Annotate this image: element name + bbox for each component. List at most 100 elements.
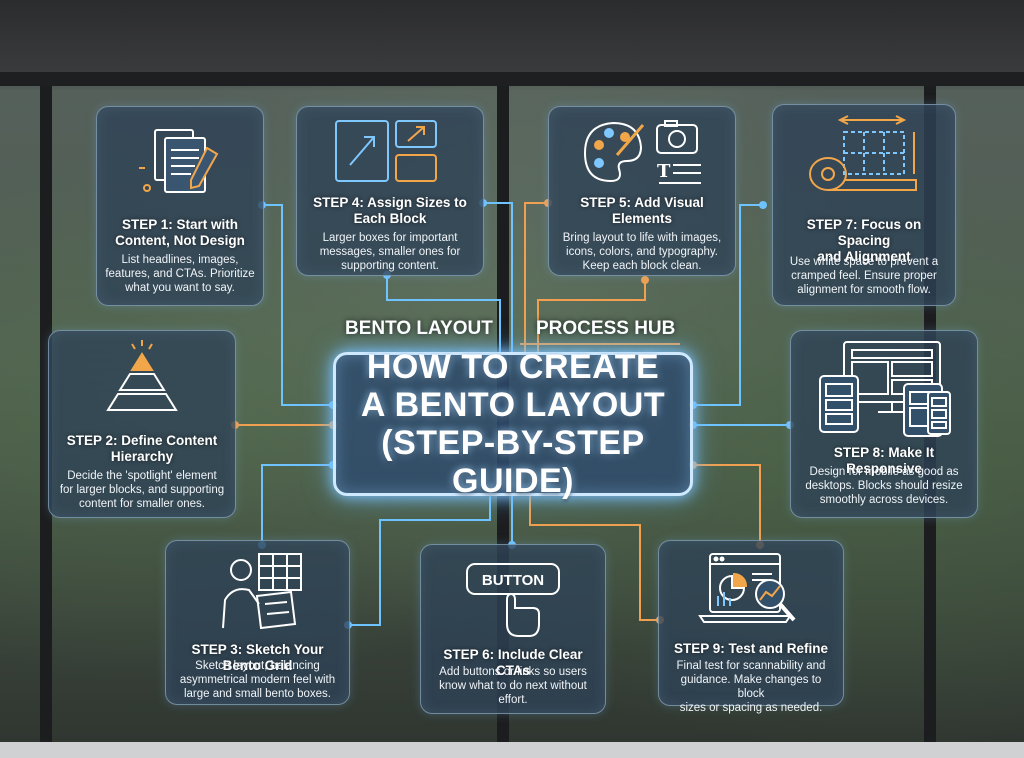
hub-title: HOW TO CREATE A BENTO LAYOUT (STEP-BY-ST…	[336, 348, 690, 500]
step-description: Sketch layout, balancing asymmetrical mo…	[174, 659, 341, 701]
step-desc-line: Bring layout to life with images,	[562, 232, 722, 244]
connector-step3b	[261, 464, 333, 545]
step-desc-line: supporting content.	[341, 260, 439, 272]
palette-camera-icon: T	[549, 111, 735, 195]
connector-step9	[529, 496, 660, 621]
step-desc-line: icons, colors, and typography.	[566, 246, 718, 258]
step-desc-line: desktops. Blocks should resize	[805, 480, 963, 492]
pyramid-hierarchy-icon	[49, 333, 235, 428]
step-desc-line: content for smaller ones.	[79, 498, 205, 510]
step-title-line: Content, Not Design	[115, 233, 245, 248]
step-desc-line: List headlines, images,	[121, 254, 239, 266]
step-desc-line: Add buttons or links so users	[439, 666, 587, 678]
button-icon-text: BUTTON	[482, 572, 544, 589]
step-desc-line: Design for mobile as good as	[809, 466, 959, 478]
hub-title-line: HOW TO CREATE	[366, 348, 660, 386]
step-title: STEP 1: Start with Content, Not Design	[103, 217, 257, 249]
connector-step4b	[483, 202, 513, 352]
step-title: STEP 3: Sketch Your Bento Grid	[172, 642, 343, 674]
step-title-line: STEP 1: Start with	[121, 217, 239, 232]
window-mullion	[40, 86, 52, 758]
connector-step7	[693, 204, 763, 406]
connector-step4	[386, 275, 501, 352]
connector-step3	[348, 496, 491, 626]
step-title-line: Each Block	[353, 211, 427, 226]
step-description: Larger boxes for important messages, sma…	[305, 231, 475, 273]
step-title-line: and Alignment	[817, 249, 911, 264]
step-title: STEP 7: Focus on Spacing and Alignment	[779, 217, 949, 265]
step-title: STEP 9: Test and Refine	[665, 641, 837, 657]
step-desc-line: smoothly across devices.	[819, 494, 949, 506]
step-desc-line: alignment for smooth flow.	[797, 284, 931, 296]
step-desc-line: for larger blocks, and supporting	[59, 484, 225, 496]
connector-step5	[524, 202, 548, 352]
step-desc-line: sizes or spacing as needed.	[679, 702, 823, 714]
step-desc-line: large and small bento boxes.	[183, 688, 332, 700]
person-sketching-grid-icon	[166, 547, 349, 637]
step-description: Design for mobile as good as desktops. B…	[799, 465, 969, 507]
step-title-line: STEP 7: Focus on Spacing	[806, 217, 922, 248]
analytics-magnifier-icon	[659, 547, 843, 637]
responsive-devices-icon	[791, 335, 977, 441]
window-frame-bottom	[0, 742, 1024, 758]
step-card-6: BUTTON STEP 6: Include Clear CTAs Add bu…	[420, 544, 606, 714]
step-desc-line: cramped feel. Ensure proper	[791, 270, 937, 282]
step-description: Final test for scannability and guidance…	[667, 659, 835, 715]
step-card-8: STEP 8: Make It Responsive Design for mo…	[790, 330, 978, 518]
step-card-5: T STEP 5: Add Visual Elements Bring layo…	[548, 106, 736, 276]
step-description: List headlines, images, features, and CT…	[105, 253, 255, 295]
svg-text:T: T	[657, 161, 671, 182]
step-desc-line: Sketch layout, balancing	[195, 660, 320, 672]
step-card-4: STEP 4: Assign Sizes to Each Block Large…	[296, 106, 484, 276]
step-title-line: STEP 9: Test and Refine	[673, 641, 829, 656]
hub-title-line: A BENTO LAYOUT	[360, 386, 666, 424]
step-title-line: Hierarchy	[110, 449, 174, 464]
step-desc-line: messages, smaller ones for	[319, 246, 461, 258]
step-description: Bring layout to life with images, icons,…	[557, 231, 727, 273]
step-title-line: STEP 2: Define Content	[66, 433, 218, 448]
connector-step5b	[537, 280, 646, 352]
step-card-9: STEP 9: Test and Refine Final test for s…	[658, 540, 844, 714]
hub-title-line: (STEP-BY-STEP GUIDE)	[381, 424, 645, 500]
hub-panel: HOW TO CREATE A BENTO LAYOUT (STEP-BY-ST…	[333, 348, 693, 500]
step-desc-line: Final test for scannability and	[676, 660, 826, 672]
window-frame-rail	[0, 72, 1024, 86]
step-title-line: STEP 8: Make It Responsive	[833, 445, 935, 476]
step-title: STEP 5: Add Visual Elements	[555, 195, 729, 227]
step-description: Add buttons or links so users know what …	[429, 665, 597, 707]
step-desc-line: effort.	[498, 694, 528, 706]
step-desc-line: features, and CTAs. Prioritize	[105, 268, 255, 280]
step-card-7: STEP 7: Focus on Spacing and Alignment U…	[772, 104, 956, 306]
connector-step1	[262, 204, 333, 406]
step-title-line: STEP 5: Add Visual	[580, 195, 704, 210]
step-title-line: STEP 3: Sketch Your Bento Grid	[191, 642, 324, 673]
hub-label-right: PROCESS HUB	[536, 318, 676, 339]
step-title: STEP 2: Define Content Hierarchy	[55, 433, 229, 465]
step-desc-line: Use white space to prevent a	[789, 256, 939, 268]
connector-step8b	[693, 464, 761, 545]
step-title-line: Elements	[611, 211, 673, 226]
step-title: STEP 8: Make It Responsive	[797, 445, 971, 477]
step-desc-line: know what to do next without	[439, 680, 587, 692]
step-description: Use white space to prevent a cramped fee…	[781, 255, 947, 297]
documents-pencil-icon	[97, 115, 263, 210]
step-desc-line: guidance. Make changes to block	[680, 674, 822, 700]
step-title: STEP 6: Include Clear CTAs	[427, 647, 599, 679]
step-desc-line: Keep each block clean.	[582, 260, 702, 272]
step-title: STEP 4: Assign Sizes to Each Block	[303, 195, 477, 227]
step-desc-line: Larger boxes for important	[322, 232, 458, 244]
step-description: Decide the 'spotlight' element for large…	[57, 469, 227, 511]
step-card-2: STEP 2: Define Content Hierarchy Decide …	[48, 330, 236, 518]
window-frame-top	[0, 0, 1024, 72]
step-desc-line: Decide the 'spotlight' element	[67, 470, 217, 482]
step-desc-line: what you want to say.	[125, 282, 235, 294]
step-card-3: STEP 3: Sketch Your Bento Grid Sketch la…	[165, 540, 350, 705]
step-card-1: STEP 1: Start with Content, Not Design L…	[96, 106, 264, 306]
step-title-line: STEP 6: Include Clear CTAs	[443, 647, 583, 678]
resize-boxes-icon	[297, 111, 483, 195]
step-desc-line: asymmetrical modern feel with	[179, 674, 336, 686]
measuring-tape-grid-icon	[773, 111, 955, 207]
step-title-line: STEP 4: Assign Sizes to	[313, 195, 467, 210]
hub-label-left: BENTO LAYOUT	[345, 318, 493, 339]
